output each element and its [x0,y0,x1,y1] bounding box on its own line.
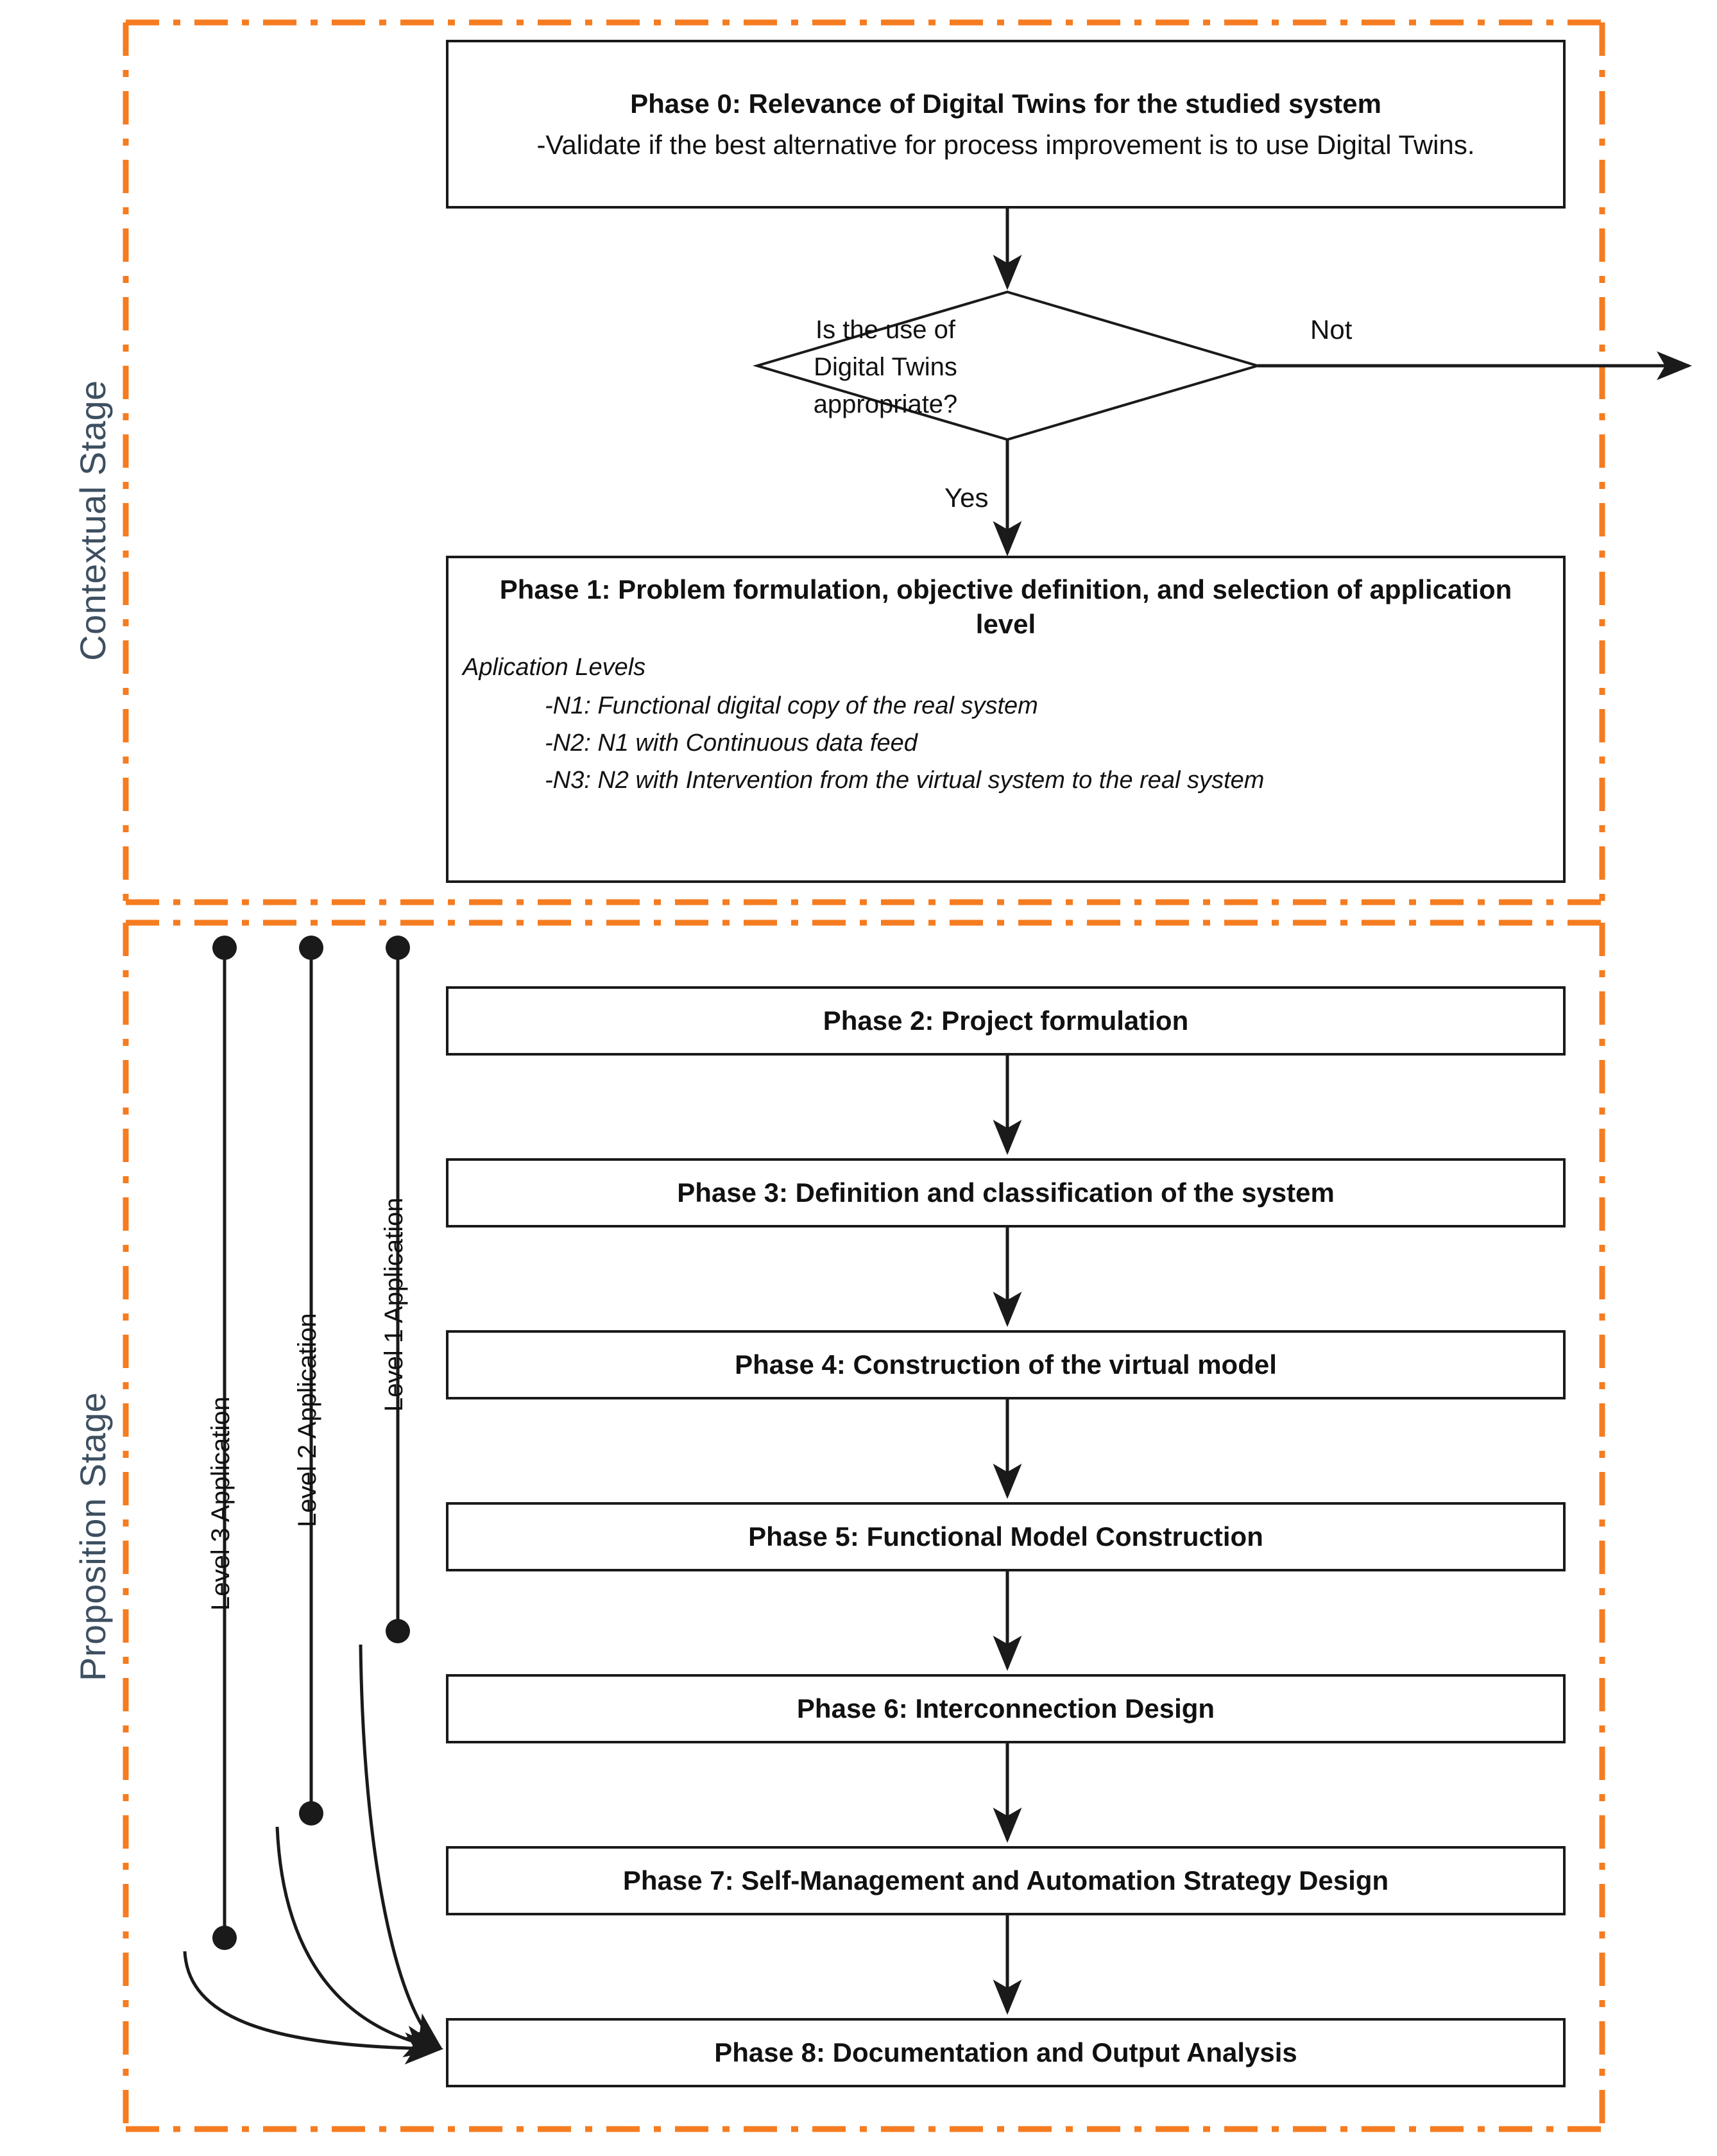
phase-box-phase5[interactable]: Phase 5: Functional Model Construction [446,1502,1566,1571]
phase1-title: Phase 1: Problem formulation, objective … [499,574,1512,639]
feedback-label-level3: Level 3 Application [207,1396,235,1611]
phase0-body: -Validate if the best alternative for pr… [536,129,1475,160]
phase1-level-n3: -N3: N2 with Intervention from the virtu… [545,767,1265,794]
phase1-level-n1: -N1: Functional digital copy of the real… [545,692,1038,719]
phase-box-phase8[interactable]: Phase 8: Documentation and Output Analys… [446,2018,1566,2087]
phase8-title: Phase 8: Documentation and Output Analys… [714,2037,1297,2068]
phase-box-phase7[interactable]: Phase 7: Self-Management and Automation … [446,1846,1566,1915]
phase-box-phase4[interactable]: Phase 4: Construction of the virtual mod… [446,1330,1566,1399]
feedback-label-level1: Level 1 Application [380,1197,408,1412]
phase6-title: Phase 6: Interconnection Design [796,1693,1215,1724]
phase1-subheading: Aplication Levels [463,653,646,681]
phase-box-phase6[interactable]: Phase 6: Interconnection Design [446,1674,1566,1743]
phase0-title: Phase 0: Relevance of Digital Twins for … [630,88,1381,119]
phase4-title: Phase 4: Construction of the virtual mod… [735,1349,1277,1380]
phase-box-phase1[interactable]: Phase 1: Problem formulation, objective … [446,556,1566,883]
phase1-level-n2: -N2: N1 with Continuous data feed [545,730,918,757]
phase2-title: Phase 2: Project formulation [823,1005,1189,1036]
stage-label-proposition: Proposition Stage [73,1392,113,1681]
decision-label: Is the use of Digital Twins appropriate? [813,316,958,418]
stage-label-contextual: Contextual Stage [73,380,113,661]
feedback-level1 [359,936,443,2050]
feedback-label-level2: Level 2 Application [293,1313,321,1527]
phase-box-phase3[interactable]: Phase 3: Definition and classification o… [446,1158,1566,1228]
phase5-title: Phase 5: Functional Model Construction [748,1521,1263,1552]
decision-branch-yes-label: Yes [944,483,989,513]
phase7-title: Phase 7: Self-Management and Automation … [622,1865,1389,1896]
phase-box-phase0[interactable]: Phase 0: Relevance of Digital Twins for … [446,40,1566,209]
phase3-title: Phase 3: Definition and classification o… [677,1177,1335,1208]
phase-box-phase2[interactable]: Phase 2: Project formulation [446,986,1566,1056]
decision-branch-not-label: Not [1310,314,1353,345]
